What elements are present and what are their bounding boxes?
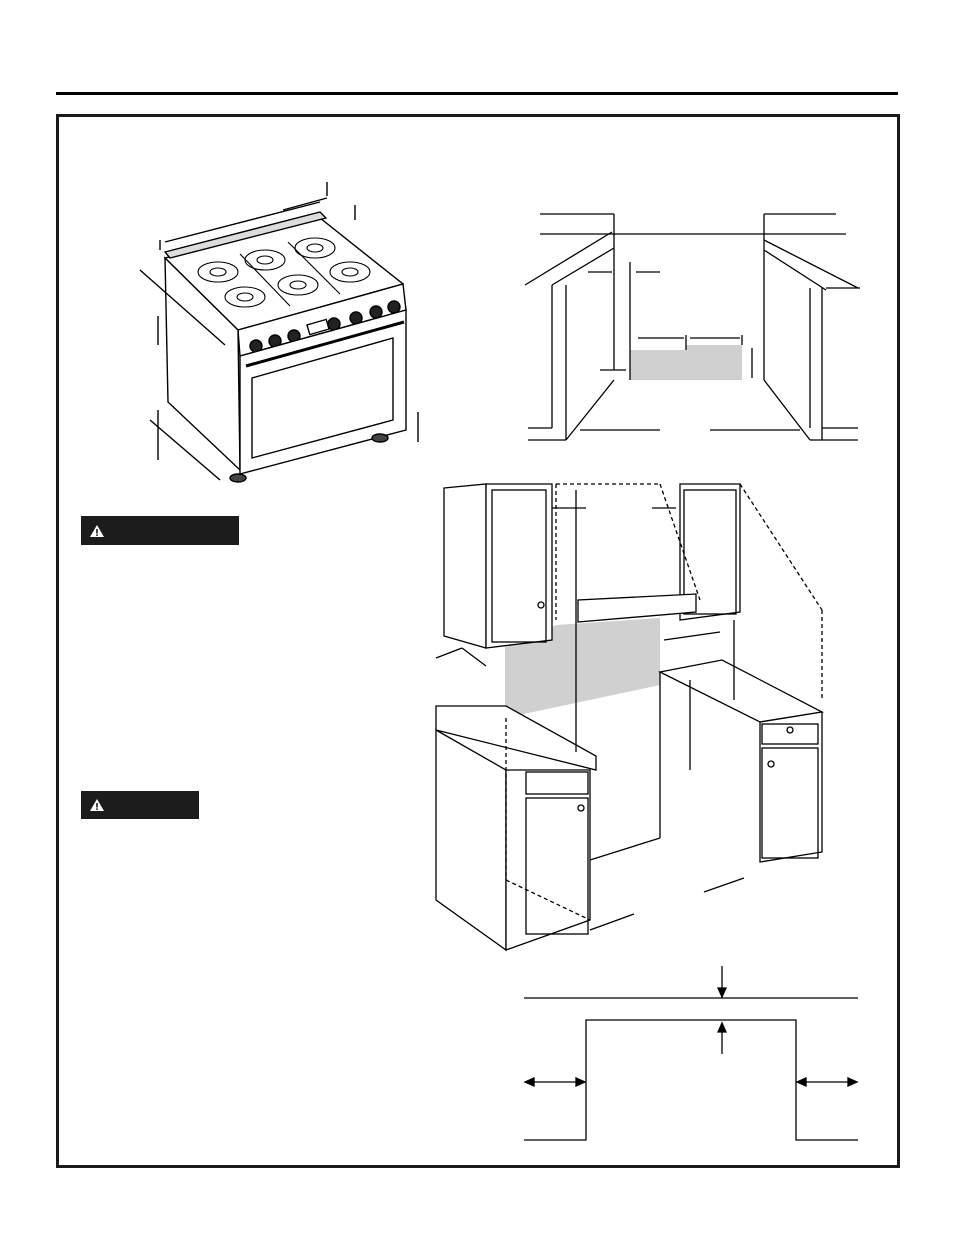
warning-banner-1: [81, 516, 239, 545]
warning-triangle-icon: [90, 799, 104, 811]
header-rule: [56, 92, 898, 95]
content-frame: [56, 114, 900, 1168]
warning-triangle-icon: [90, 524, 104, 537]
warning-banner-2: [81, 791, 199, 819]
